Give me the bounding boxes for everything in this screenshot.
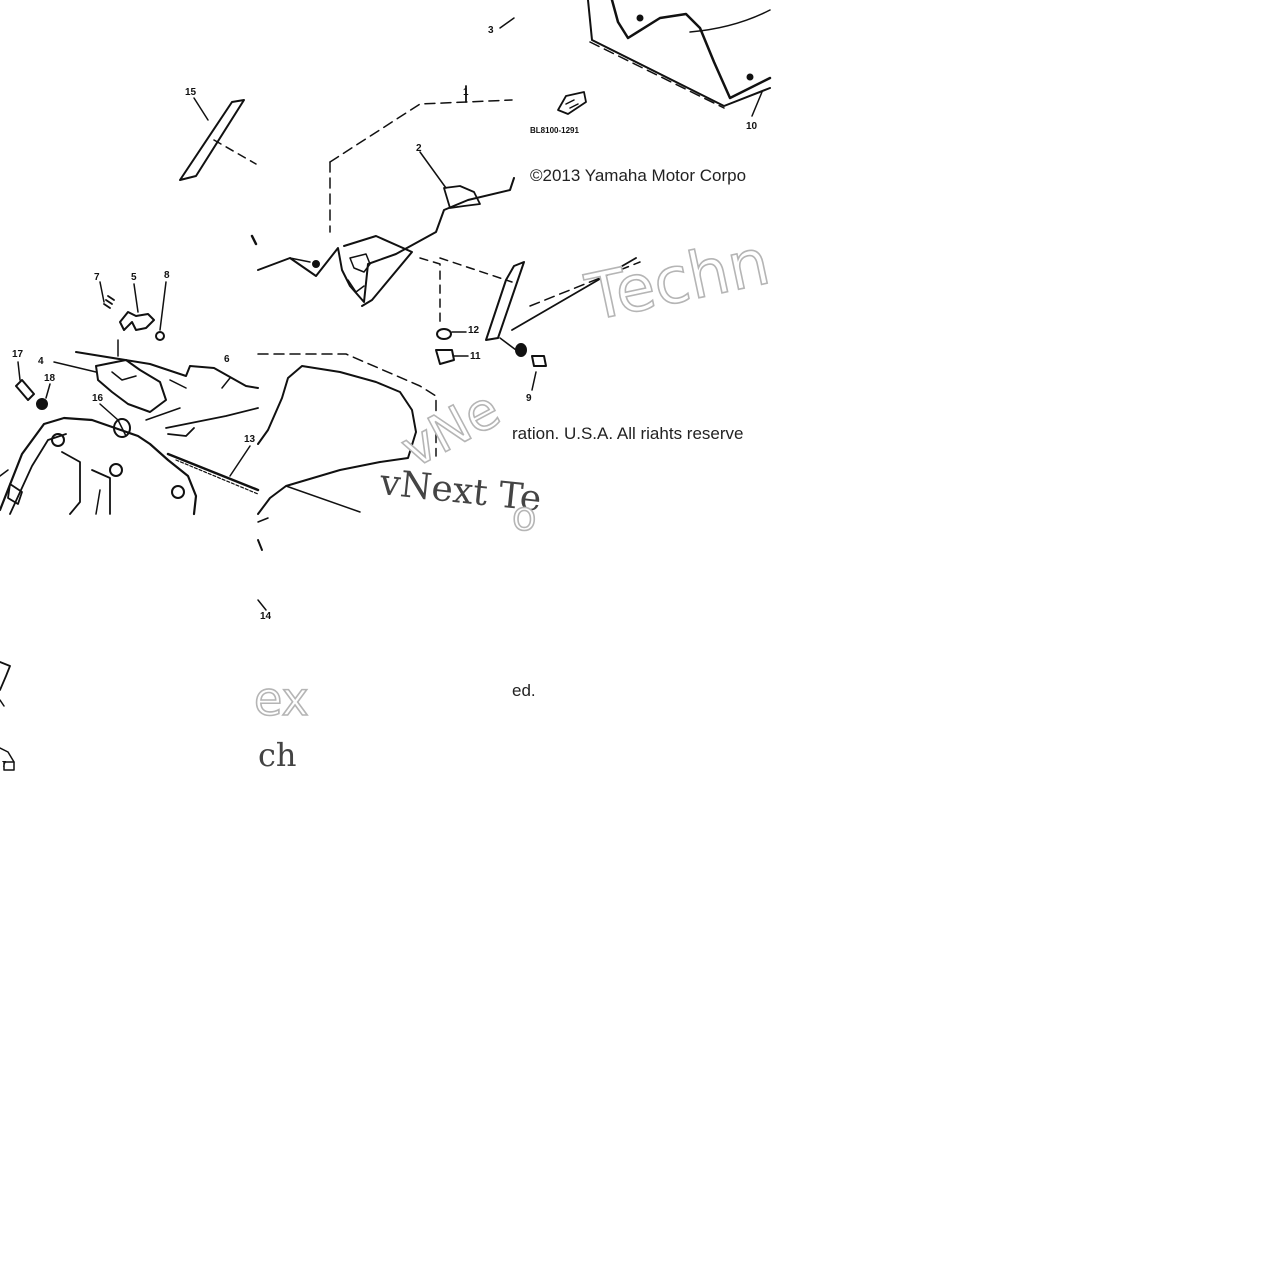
bolt-part-9 bbox=[515, 343, 547, 391]
tail-housing bbox=[0, 416, 198, 516]
callout-4: 4 bbox=[38, 356, 44, 367]
stripe-decal-part-13 bbox=[166, 445, 260, 495]
callout-3: 3 bbox=[488, 25, 494, 36]
callout-7-fragment: 7 bbox=[2, 760, 7, 769]
watermark-ch: ch bbox=[258, 736, 297, 774]
washer-part-18 bbox=[36, 383, 51, 410]
seat-part-14 bbox=[257, 353, 437, 611]
callout-1: 1 bbox=[463, 87, 469, 98]
nut-part-11 bbox=[435, 349, 469, 365]
callout-13: 13 bbox=[244, 434, 256, 445]
edge-fragment-lower bbox=[0, 661, 15, 771]
strip-part-15 bbox=[179, 97, 257, 181]
spring-part-7 bbox=[99, 281, 115, 309]
nut-part-12 bbox=[436, 328, 467, 340]
callout-6: 6 bbox=[224, 354, 230, 365]
callout-17: 17 bbox=[12, 349, 24, 360]
callout-18: 18 bbox=[44, 373, 56, 384]
callout-7: 7 bbox=[94, 272, 100, 283]
callout-2: 2 bbox=[416, 143, 422, 154]
watermark-ex: ex bbox=[253, 671, 309, 727]
callout-8: 8 bbox=[164, 270, 170, 281]
callout-14: 14 bbox=[260, 611, 272, 622]
copyright-line-3: ed. bbox=[512, 681, 536, 700]
callout-11: 11 bbox=[470, 351, 481, 362]
rear-cowl-part-1 bbox=[250, 151, 515, 307]
copyright-line-2: ration. U.S.A. All riahts reserve bbox=[512, 424, 744, 443]
seat-latch-bracket-part-6 bbox=[75, 351, 259, 437]
callout-10: 10 bbox=[746, 121, 758, 132]
bolt-part-17 bbox=[15, 361, 35, 401]
part-code-tag-icon bbox=[557, 91, 587, 115]
watermark-o: o bbox=[511, 493, 537, 541]
callout-16: 16 bbox=[92, 393, 104, 404]
callout-5: 5 bbox=[131, 272, 137, 283]
callout-15: 15 bbox=[185, 87, 197, 98]
side-trim-strip bbox=[485, 257, 641, 351]
callout-9: 9 bbox=[526, 393, 532, 404]
part-code-label: BL8100-1291 bbox=[530, 126, 579, 135]
callout-12: 12 bbox=[468, 325, 480, 336]
copyright-line-1: ©2013 Yamaha Motor Corpo bbox=[530, 166, 747, 185]
pin-part-8 bbox=[155, 281, 167, 341]
fender-panel-part-10 bbox=[587, 0, 772, 117]
latch-part-4 bbox=[53, 359, 167, 413]
hook-part-5 bbox=[117, 283, 155, 357]
